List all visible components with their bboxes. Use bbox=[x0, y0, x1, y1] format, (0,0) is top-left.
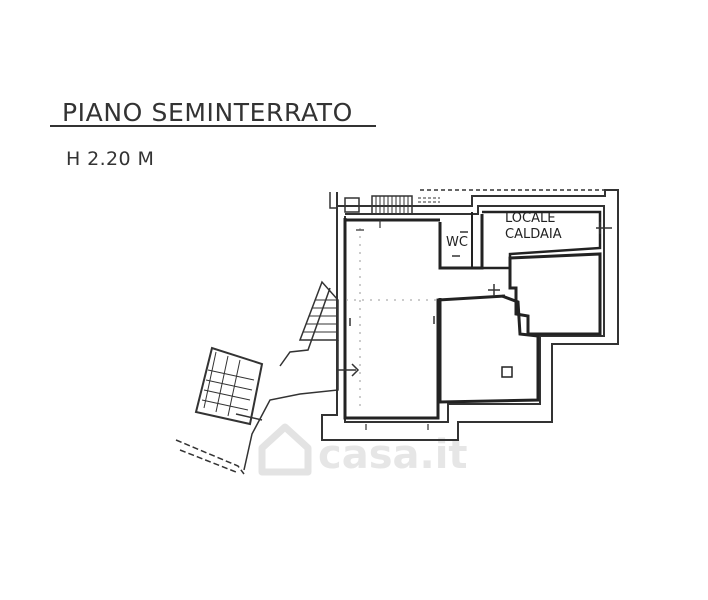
watermark-text: casa.it bbox=[318, 432, 468, 478]
wc-room-outline bbox=[438, 214, 484, 270]
right-room-outline bbox=[508, 252, 602, 336]
inner-wall bbox=[344, 205, 605, 423]
floor-drain-icon bbox=[501, 366, 513, 378]
wc-label: WC bbox=[446, 235, 468, 250]
watermark: casa.it bbox=[258, 423, 468, 478]
short-wall-ticks bbox=[356, 220, 429, 430]
boiler-room-label-line2: CALDAIA bbox=[505, 227, 562, 242]
lower-room-outline bbox=[438, 294, 540, 404]
main-room-outline bbox=[343, 218, 506, 420]
ceiling-height-label: H 2.20 M bbox=[66, 148, 155, 170]
lower-staircase bbox=[194, 346, 264, 426]
top-left-corner-box bbox=[344, 197, 360, 213]
door-marks bbox=[336, 222, 612, 377]
watermark-logo-icon bbox=[258, 423, 312, 476]
title-underline bbox=[50, 125, 376, 127]
outer-wall-left-return bbox=[329, 192, 337, 209]
plan-title: PIANO SEMINTERRATO bbox=[62, 98, 353, 127]
outer-wall bbox=[321, 189, 619, 441]
boiler-room-label-line1: LOCALE bbox=[505, 211, 555, 226]
lower-left-wall bbox=[175, 439, 245, 475]
boiler-room-outline bbox=[482, 210, 602, 270]
partition-dashed bbox=[346, 228, 436, 410]
external-staircase bbox=[243, 280, 339, 471]
top-staircase bbox=[371, 195, 440, 215]
